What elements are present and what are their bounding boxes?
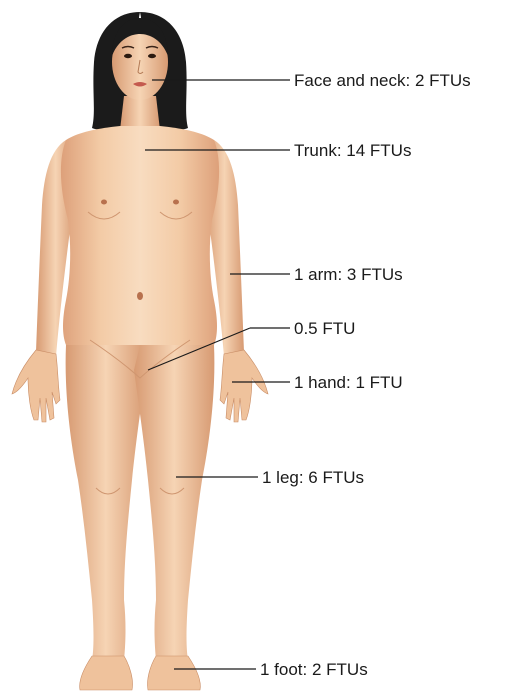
neck [120, 96, 160, 130]
left-leg [66, 345, 146, 660]
right-nipple [173, 200, 179, 205]
label-face-neck: Face and neck: 2 FTUs [294, 71, 471, 90]
left-foot [80, 656, 133, 690]
right-foot [147, 656, 200, 690]
label-hand: 1 hand: 1 FTU [294, 373, 403, 392]
label-leg: 1 leg: 6 FTUs [262, 468, 364, 487]
navel [137, 292, 143, 300]
left-eye [124, 54, 132, 58]
label-foot: 1 foot: 2 FTUs [260, 660, 368, 679]
label-genital: 0.5 FTU [294, 319, 355, 338]
label-arm: 1 arm: 3 FTUs [294, 265, 403, 284]
right-leg [134, 345, 214, 660]
label-trunk: Trunk: 14 FTUs [294, 141, 411, 160]
right-hand [220, 350, 268, 422]
left-nipple [101, 200, 107, 205]
right-eye [148, 54, 156, 58]
torso [61, 126, 219, 345]
left-hand [12, 350, 60, 422]
